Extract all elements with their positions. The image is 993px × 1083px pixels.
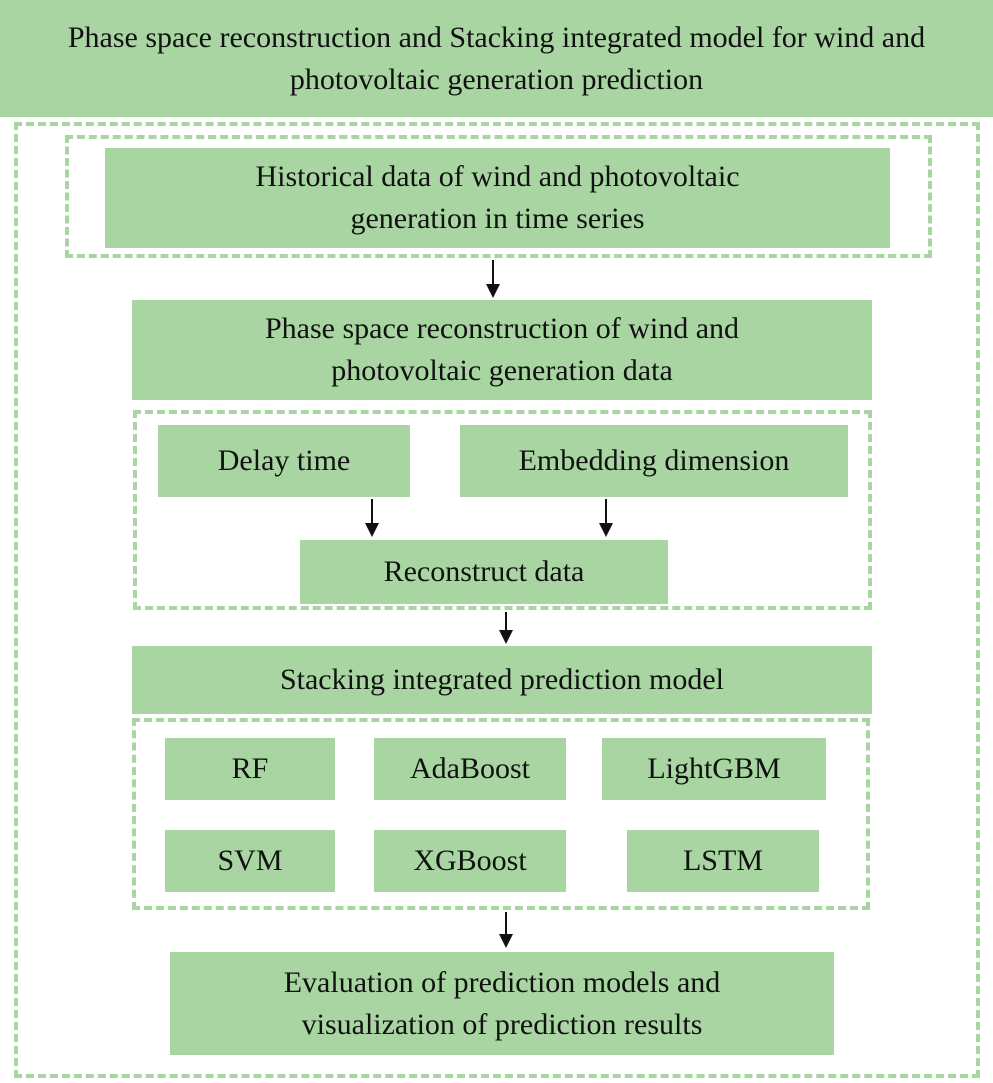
phase-space-box: Phase space reconstruction of wind and p… bbox=[132, 300, 872, 400]
title-box: Phase space reconstruction and Stacking … bbox=[0, 0, 993, 117]
arrow-down-icon bbox=[599, 499, 613, 537]
arrow-down-icon bbox=[499, 612, 513, 644]
model-adaboost: AdaBoost bbox=[374, 738, 566, 800]
arrow-down-icon bbox=[486, 260, 500, 298]
model-lightgbm: LightGBM bbox=[602, 738, 826, 800]
outer-dashed-frame bbox=[14, 122, 980, 1078]
evaluation-box: Evaluation of prediction models and visu… bbox=[170, 952, 834, 1055]
historical-dashed-group bbox=[65, 135, 932, 258]
model-lstm: LSTM bbox=[627, 830, 819, 892]
reconstruct-data-box: Reconstruct data bbox=[300, 540, 668, 604]
stacking-model-box: Stacking integrated prediction model bbox=[132, 646, 872, 714]
models-dashed-group bbox=[132, 718, 870, 910]
model-xgboost: XGBoost bbox=[374, 830, 566, 892]
arrow-down-icon bbox=[499, 912, 513, 948]
delay-time-box: Delay time bbox=[158, 425, 410, 497]
model-svm: SVM bbox=[165, 830, 335, 892]
arrow-down-icon bbox=[365, 499, 379, 537]
historical-data-box: Historical data of wind and photovoltaic… bbox=[105, 148, 890, 248]
reconstruction-dashed-group bbox=[133, 410, 872, 610]
embedding-dimension-box: Embedding dimension bbox=[460, 425, 848, 497]
model-rf: RF bbox=[165, 738, 335, 800]
